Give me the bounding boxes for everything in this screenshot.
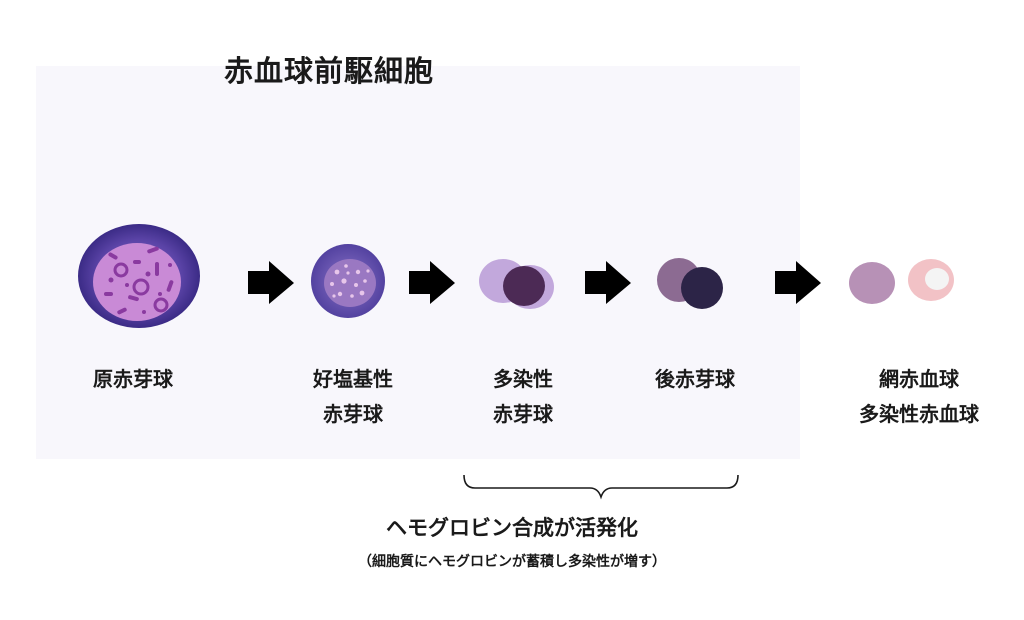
- red-blood-cell: [908, 259, 954, 301]
- stage-label-orthochromatic-erythroblast: 後赤芽球: [655, 367, 735, 391]
- hemoglobin-note: ヘモグロビン合成が活発化: [386, 516, 638, 540]
- hemoglobin-note-detail: （細胞質にヘモグロビンが蓄積し多染性が増す）: [358, 554, 666, 570]
- bracket: [463, 474, 739, 500]
- arrow-3: [585, 261, 631, 304]
- panel-title: 赤血球前駆細胞: [224, 54, 435, 88]
- stage-label-polychromatic-erythroblast: 多染性 赤芽球: [493, 367, 553, 426]
- basophilic-erythroblast-cell: [311, 244, 385, 318]
- reticulocyte-cell: [849, 262, 895, 304]
- polychromatic-erythroblast-cell: [479, 259, 554, 309]
- stage-label-basophilic-erythroblast: 好塩基性 赤芽球: [313, 367, 393, 426]
- stage-label-reticulocyte: 網赤血球 多染性赤血球: [859, 367, 979, 426]
- arrow-2: [409, 261, 455, 304]
- proerythroblast-cell: [78, 224, 200, 328]
- stage-label-proerythroblast: 原赤芽球: [93, 367, 173, 391]
- arrow-1: [248, 261, 294, 304]
- arrow-4: [775, 261, 821, 304]
- orthochromatic-erythroblast-cell: [657, 258, 723, 309]
